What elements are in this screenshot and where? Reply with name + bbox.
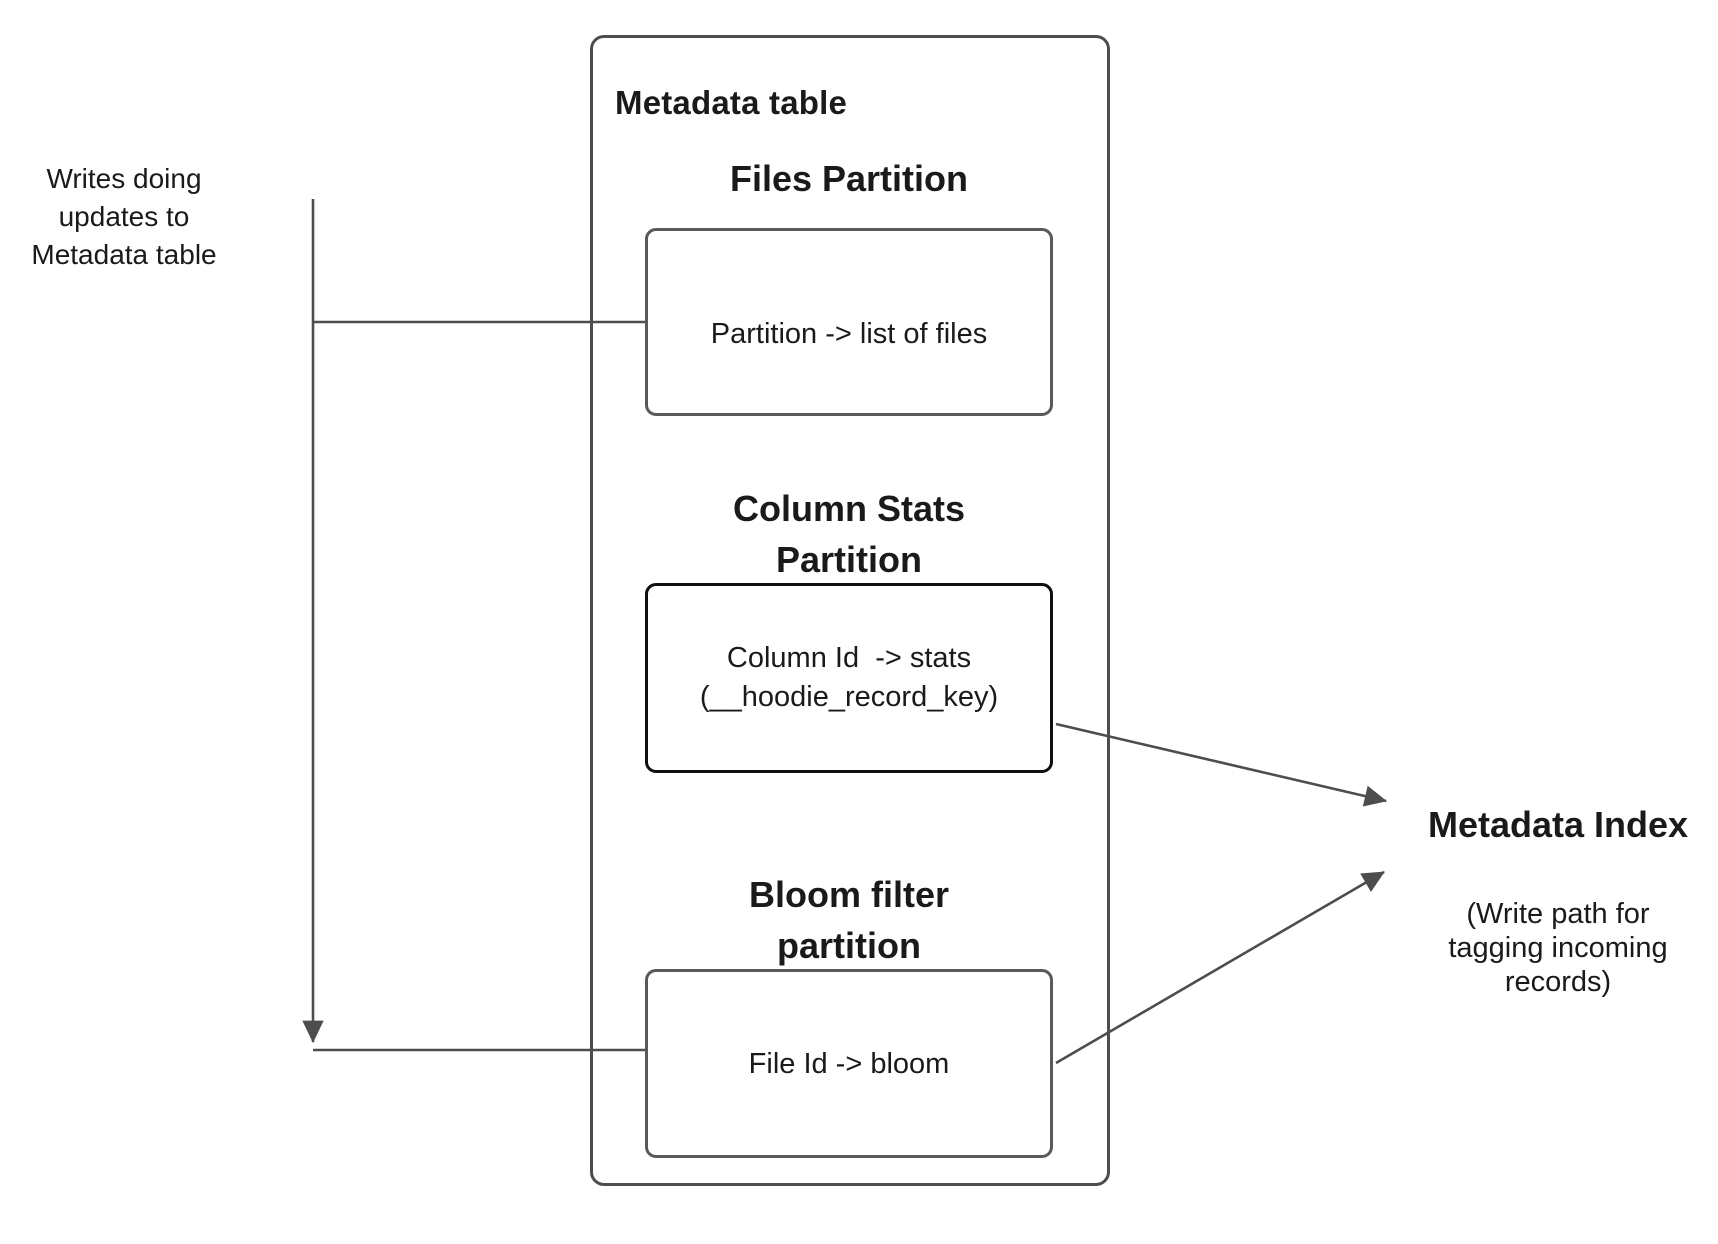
writes-annotation-line: Writes doing <box>46 163 202 194</box>
writes-annotation-line: Metadata table <box>31 239 217 270</box>
heading-line: Column Stats <box>732 488 965 529</box>
metadata-table-title: Metadata table <box>615 84 848 121</box>
bloom-to-index-arrow <box>1055 870 1385 1065</box>
column-stats-to-index-arrow <box>1055 722 1388 807</box>
heading-line: Bloom filter <box>748 874 949 915</box>
writes-annotation-line: updates to <box>58 201 190 232</box>
metadata-index-subtitle-line: records) <box>1504 966 1612 998</box>
files-partition-mapping: Partition -> list of files <box>710 317 988 350</box>
bloom-filter-mapping: File Id -> bloom <box>748 1048 950 1080</box>
bloom-filter-partition-box: File Id -> bloom <box>645 969 1053 1158</box>
heading-line: partition <box>777 925 921 966</box>
heading-line: Files Partition <box>729 158 969 199</box>
column-stats-partition-heading: Column Stats Partition <box>645 483 1053 585</box>
column-stats-mapping: Column Id -> stats <box>726 642 972 674</box>
metadata-index-subtitle-line: (Write path for <box>1466 898 1650 930</box>
column-stats-partition-box: Column Id -> stats (__hoodie_record_key) <box>645 583 1053 773</box>
writes-annotation: Writes doing updates to Metadata table <box>8 160 240 274</box>
bloom-filter-partition-heading: Bloom filter partition <box>645 869 1053 971</box>
column-stats-record-key: (__hoodie_record_key) <box>699 681 999 713</box>
files-partition-box: Partition -> list of files <box>645 228 1053 416</box>
metadata-index-title: Metadata Index <box>1427 804 1689 845</box>
metadata-index-subtitle: (Write path for tagging incoming records… <box>1380 897 1718 999</box>
files-partition-heading: Files Partition <box>645 153 1053 204</box>
metadata-index-subtitle-line: tagging incoming <box>1448 932 1668 964</box>
metadata-table-container <box>590 35 1110 1186</box>
heading-line: Partition <box>775 539 922 580</box>
